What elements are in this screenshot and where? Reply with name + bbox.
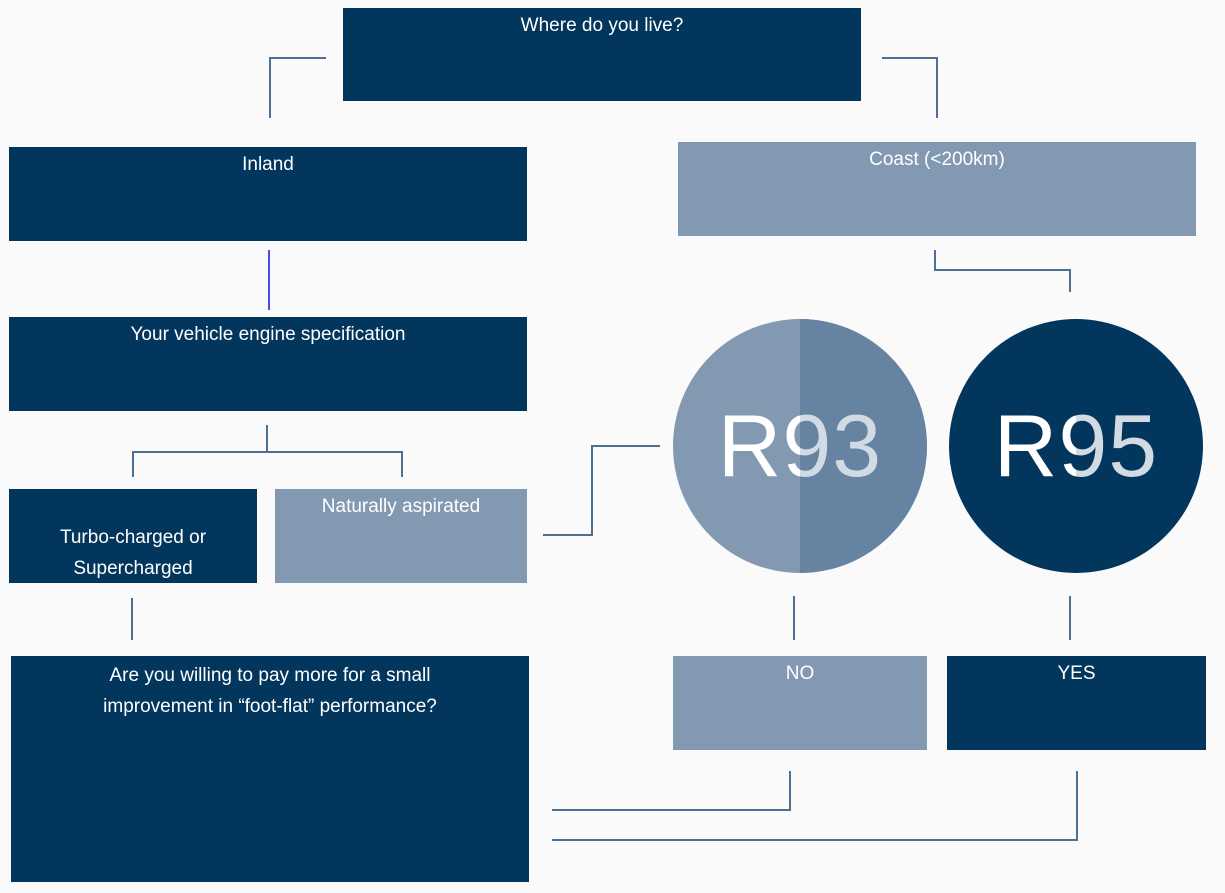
turbo-charged-box: Turbo-charged or Supercharged — [9, 489, 257, 583]
inland-label: Inland — [242, 154, 294, 175]
inland-box: Inland — [9, 147, 527, 241]
no-label: NO — [785, 663, 815, 684]
performance-question-label: Are you willing to pay more for a small … — [103, 665, 437, 717]
turbo-charged-label: Turbo-charged or Supercharged — [59, 527, 207, 579]
no-box: NO — [673, 656, 927, 750]
naturally-aspirated-label: Naturally aspirated — [321, 496, 481, 517]
engine-specification-box: Your vehicle engine specification — [9, 317, 527, 411]
connector-yes-to-question — [552, 771, 1078, 841]
where-do-you-live-label: Where do you live? — [520, 15, 684, 36]
coast-box: Coast (<200km) — [678, 142, 1196, 236]
yes-box: YES — [947, 656, 1206, 750]
r95-circle: R95 — [949, 319, 1203, 573]
engine-specification-label: Your vehicle engine specification — [130, 324, 406, 345]
r93-label: R93 — [717, 396, 883, 495]
r95-label: R95 — [993, 396, 1159, 495]
naturally-aspirated-box: Naturally aspirated — [275, 489, 527, 583]
r93-circle: R93 — [673, 319, 927, 573]
connector-coast-to-r95 — [934, 250, 1071, 292]
connector-root-to-coast — [882, 57, 938, 118]
connector-root-to-inland — [269, 57, 326, 118]
r93-circle-shade — [800, 319, 927, 573]
performance-question-box: Are you willing to pay more for a small … — [11, 656, 529, 882]
connector-engine-split — [132, 451, 403, 477]
where-do-you-live-box: Where do you live? — [343, 8, 861, 101]
connector-natural-to-r93 — [543, 445, 660, 536]
yes-label: YES — [1057, 663, 1096, 684]
coast-label: Coast (<200km) — [869, 149, 1005, 170]
connector-no-to-question — [552, 771, 791, 811]
